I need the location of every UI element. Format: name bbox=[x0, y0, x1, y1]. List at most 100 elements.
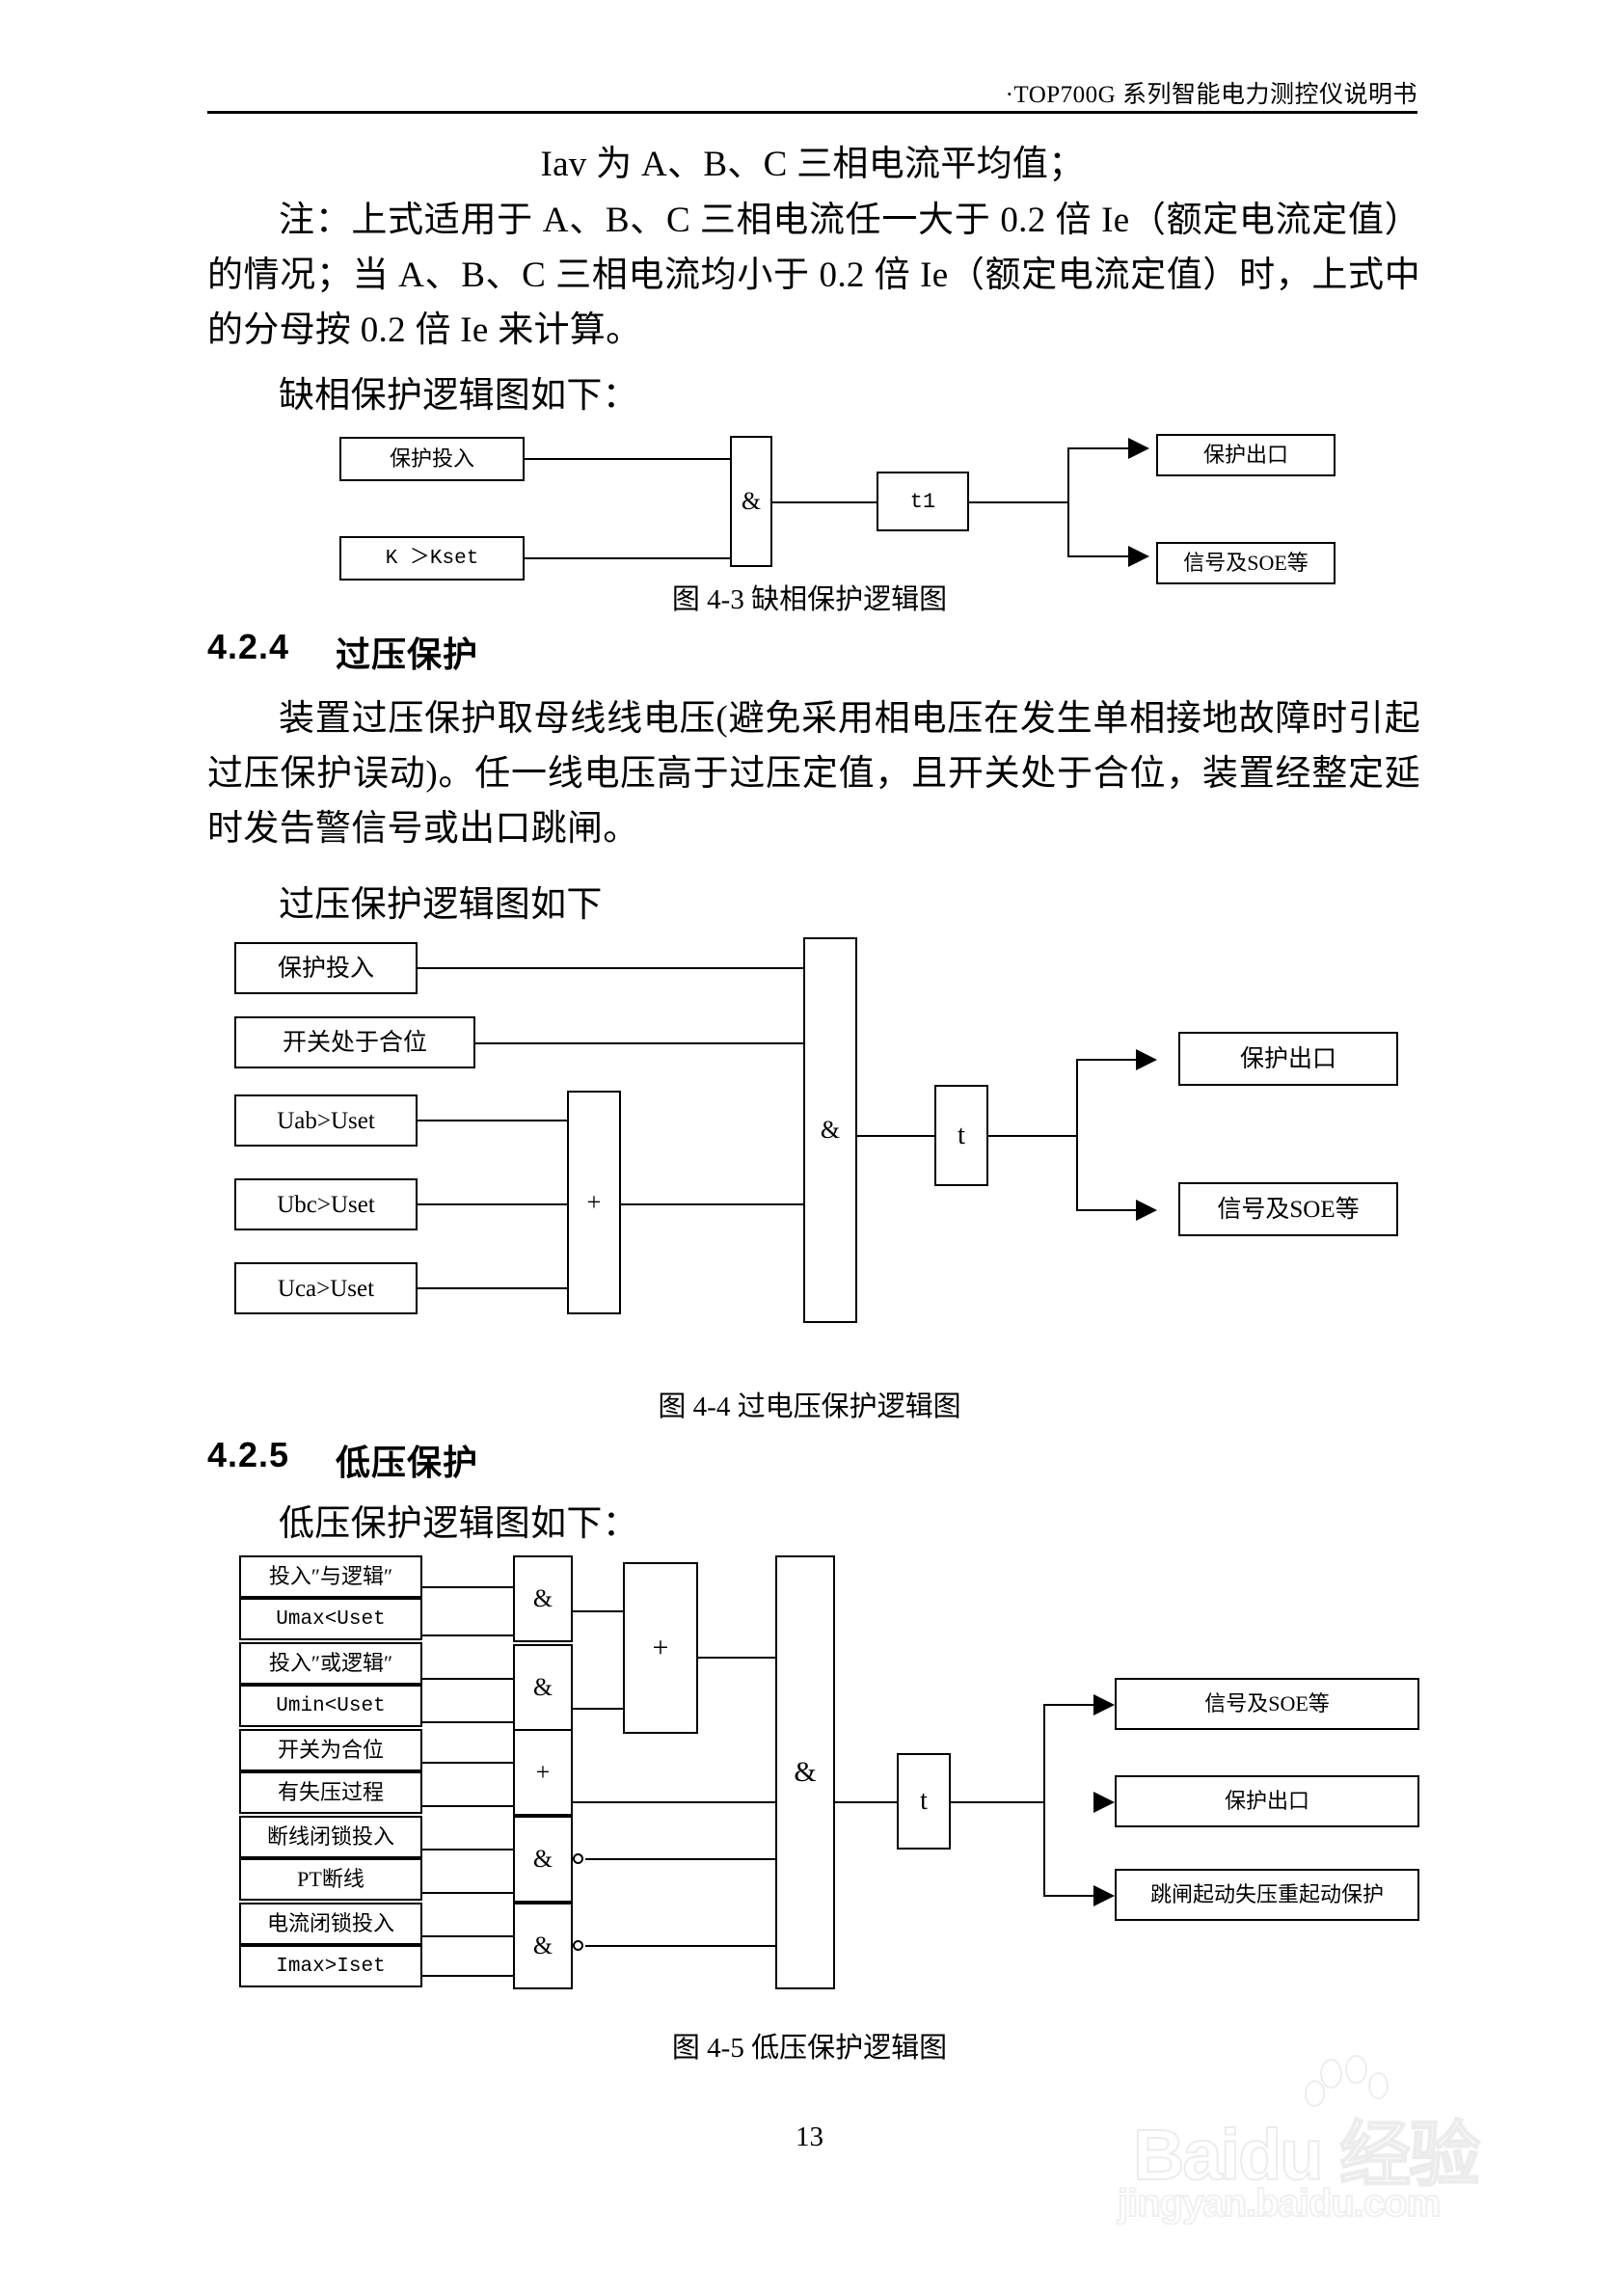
figure-4-3-caption: 图 4-3 缺相保护逻辑图 bbox=[671, 584, 948, 615]
fig44-timer-block: t bbox=[934, 1085, 988, 1186]
fig43-wire-split bbox=[1067, 447, 1069, 557]
fig45-wire-and-timer bbox=[835, 1801, 899, 1803]
fig44-wire-out-1 bbox=[1076, 1209, 1144, 1211]
fig45-wire-g4-and bbox=[585, 1945, 777, 1947]
fig44-wire-in-1 bbox=[475, 1042, 805, 1044]
fig45-input-box-6: 断线闭锁投入 bbox=[239, 1816, 422, 1858]
fig45-or-gate: + bbox=[623, 1562, 698, 1734]
fig45-and-gate: & bbox=[775, 1555, 835, 1989]
fig45-input-box-4: 开关为合位 bbox=[239, 1729, 422, 1771]
fig44-and-gate: & bbox=[803, 937, 857, 1323]
fig45-arrow-1 bbox=[1093, 1792, 1115, 1813]
fig44-arrow-1 bbox=[1136, 1200, 1157, 1221]
lead-in-fig-4-4: 过压保护逻辑图如下 bbox=[279, 885, 603, 925]
fig44-wire-in-2 bbox=[418, 1120, 569, 1121]
lead-in-fig-4-3: 缺相保护逻辑图如下： bbox=[279, 376, 638, 416]
fig43-wire-gate-timer bbox=[772, 501, 877, 503]
fig45-wire-in-7 bbox=[422, 1892, 515, 1894]
fig43-input-box-1: K ＞Kset bbox=[339, 536, 525, 581]
section-4-2-5-title: 低压保护 bbox=[336, 1443, 479, 1482]
fig45-gate-2: + bbox=[513, 1729, 573, 1816]
fig43-and-gate: & bbox=[730, 436, 772, 567]
section-4-2-5-number: 4.2.5 bbox=[207, 1435, 290, 1474]
fig45-wire-out-0 bbox=[1043, 1704, 1101, 1706]
fig45-timer-block: t bbox=[897, 1753, 951, 1850]
fig45-wire-in-2 bbox=[422, 1678, 515, 1680]
fig45-output-box-2: 跳闸起动失压重起动保护 bbox=[1115, 1869, 1419, 1921]
fig44-input-box-2: Uab>Uset bbox=[234, 1094, 418, 1147]
lead-in-fig-4-5: 低压保护逻辑图如下： bbox=[279, 1504, 638, 1544]
fig43-wire-timer-out bbox=[969, 501, 1069, 503]
fig43-output-box-1: 信号及SOE等 bbox=[1156, 542, 1336, 584]
figure-4-5-caption: 图 4-5 低压保护逻辑图 bbox=[671, 2033, 948, 2064]
fig45-wire-in-8 bbox=[422, 1935, 515, 1937]
fig44-wire-in-4 bbox=[418, 1287, 569, 1289]
fig45-wire-in-5 bbox=[422, 1805, 515, 1807]
fig45-gate-4: & bbox=[513, 1903, 573, 1989]
fig45-gate-3: & bbox=[513, 1816, 573, 1903]
fig43-wire-in-1 bbox=[525, 557, 732, 559]
fig45-arrow-0 bbox=[1093, 1694, 1115, 1715]
fig45-wire-in-3 bbox=[422, 1721, 515, 1723]
fig44-wire-timer-out bbox=[988, 1135, 1078, 1137]
fig44-wire-out-0 bbox=[1076, 1059, 1144, 1061]
fig45-wire-in-6 bbox=[422, 1849, 515, 1850]
fig45-input-box-1: Umax<Uset bbox=[239, 1598, 422, 1640]
fig45-wire-g2-and bbox=[573, 1801, 777, 1803]
fig44-wire-in-3 bbox=[418, 1203, 569, 1205]
fig45-inverter-bubble-0 bbox=[573, 1853, 583, 1864]
fig43-arrow-1 bbox=[1128, 546, 1149, 567]
fig44-input-box-3: Ubc>Uset bbox=[234, 1178, 418, 1230]
paragraph-iav: Iav 为 A、B、C 三相电流平均值； bbox=[540, 145, 1085, 184]
fig45-wire-split bbox=[1043, 1704, 1045, 1897]
fig43-wire-out-0 bbox=[1067, 447, 1136, 449]
page-header: ·TOP700G 系列智能电力测控仪说明书 bbox=[1005, 82, 1417, 108]
paragraph-4-2-4: 装置过压保护取母线线电压(避免采用相电压在发生单相接地故障时引起过压保护误动)。… bbox=[207, 699, 1420, 849]
fig45-wire-in-0 bbox=[422, 1586, 515, 1588]
fig43-output-box-0: 保护出口 bbox=[1156, 434, 1336, 476]
fig45-input-box-8: 电流闭锁投入 bbox=[239, 1903, 422, 1945]
fig44-wire-split bbox=[1076, 1059, 1078, 1211]
section-4-2-4-title: 过压保护 bbox=[336, 635, 479, 674]
fig45-wire-g3-and bbox=[585, 1858, 777, 1860]
fig45-inverter-bubble-1 bbox=[573, 1940, 583, 1951]
fig45-input-box-3: Umin<Uset bbox=[239, 1685, 422, 1727]
fig45-output-box-0: 信号及SOE等 bbox=[1115, 1678, 1419, 1730]
fig45-wire-g1-or bbox=[573, 1708, 625, 1710]
fig44-wire-in-0 bbox=[418, 967, 805, 969]
fig45-wire-in-4 bbox=[422, 1762, 515, 1764]
fig43-wire-in-0 bbox=[525, 458, 732, 460]
figure-4-4-caption: 图 4-4 过电压保护逻辑图 bbox=[658, 1391, 961, 1422]
fig44-wire-and-timer bbox=[857, 1135, 936, 1137]
fig45-wire-timer-out bbox=[951, 1801, 1045, 1803]
fig45-wire-in-1 bbox=[422, 1634, 515, 1636]
fig45-input-box-2: 投入″或逻辑″ bbox=[239, 1642, 422, 1685]
paragraph-note: 注：上式适用于 A、B、C 三相电流任一大于 0.2 倍 Ie（额定电流定值）的… bbox=[207, 201, 1420, 350]
fig44-output-box-1: 信号及SOE等 bbox=[1178, 1182, 1398, 1236]
fig45-input-box-7: PT断线 bbox=[239, 1858, 422, 1901]
fig45-wire-out-2 bbox=[1043, 1895, 1101, 1897]
fig44-output-box-0: 保护出口 bbox=[1178, 1032, 1398, 1086]
fig45-input-box-5: 有失压过程 bbox=[239, 1771, 422, 1814]
fig45-input-box-0: 投入″与逻辑″ bbox=[239, 1555, 422, 1598]
fig44-arrow-0 bbox=[1136, 1049, 1157, 1070]
fig45-wire-in-9 bbox=[422, 1975, 515, 1977]
header-rule bbox=[207, 111, 1417, 114]
section-4-2-4-number: 4.2.4 bbox=[207, 627, 290, 666]
fig43-timer-block: t1 bbox=[877, 472, 969, 531]
fig44-wire-or-and bbox=[621, 1203, 805, 1205]
fig45-input-box-9: Imax>Iset bbox=[239, 1945, 422, 1987]
fig44-input-box-4: Uca>Uset bbox=[234, 1262, 418, 1314]
fig45-gate-0: & bbox=[513, 1555, 573, 1642]
fig45-output-box-1: 保护出口 bbox=[1115, 1775, 1419, 1827]
fig45-wire-or-and bbox=[698, 1657, 777, 1659]
fig45-wire-g0-or bbox=[573, 1610, 625, 1612]
page-number: 13 bbox=[796, 2121, 823, 2152]
fig45-gate-1: & bbox=[513, 1644, 573, 1731]
fig45-arrow-2 bbox=[1093, 1885, 1115, 1906]
fig44-input-box-1: 开关处于合位 bbox=[234, 1016, 475, 1068]
fig43-wire-out-1 bbox=[1067, 555, 1136, 557]
